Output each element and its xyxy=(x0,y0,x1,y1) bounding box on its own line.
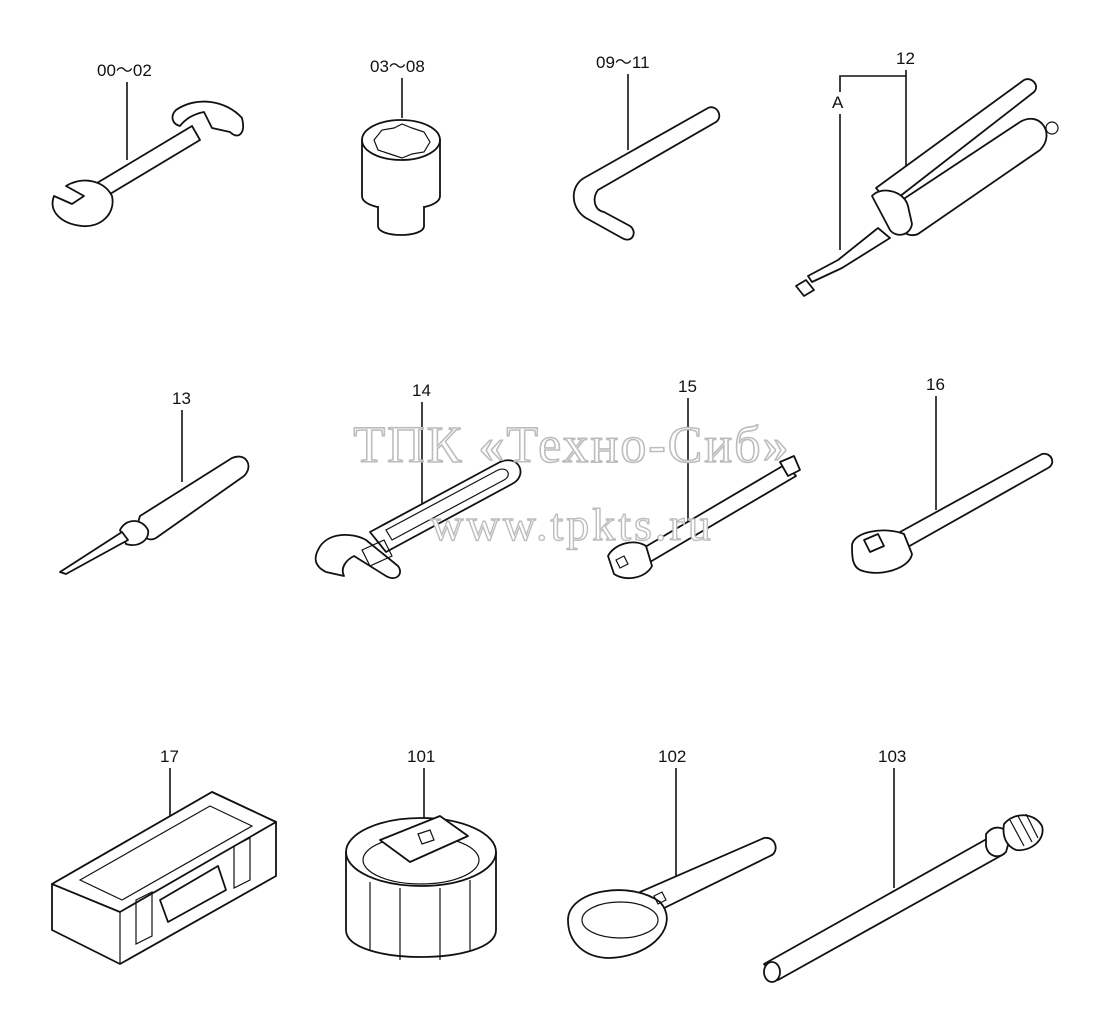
part-screwdriver[interactable]: 13 xyxy=(59,389,250,575)
part-label-grease-gun: 12 xyxy=(896,49,915,68)
part-label-tool-box: 17 xyxy=(160,747,179,766)
part-adjustable-wrench[interactable]: 14 xyxy=(314,381,522,579)
part-label-filter-wrench: 101 xyxy=(407,747,435,766)
open-end-wrench-drawing xyxy=(51,100,244,227)
part-wrench[interactable]: 00～02 xyxy=(51,61,244,227)
filter-wrench-drawing xyxy=(345,815,497,960)
part-label-screwdriver: 13 xyxy=(172,389,191,408)
tool-box-drawing xyxy=(51,791,277,965)
part-ring-spanner[interactable]: 102 xyxy=(567,747,777,959)
adjustable-wrench-drawing xyxy=(314,459,522,579)
part-tool-box[interactable]: 17 xyxy=(51,747,277,965)
part-hex-key[interactable]: 09～11 xyxy=(572,53,721,241)
leader-line xyxy=(839,70,907,92)
part-label-socket: 03～08 xyxy=(370,57,425,76)
watermark-company: ТПК «Техно-Сиб» xyxy=(353,417,790,474)
hex-key-drawing xyxy=(572,106,721,241)
socket-drawing xyxy=(361,119,441,236)
part-pin-rod[interactable]: 103 xyxy=(763,747,1044,983)
extension-bar-drawing xyxy=(607,455,801,580)
part-filter-wrench[interactable]: 101 xyxy=(345,747,497,960)
watermark-url: www.tpkts.ru xyxy=(430,499,713,550)
part-socket[interactable]: 03～08 xyxy=(361,57,441,236)
part-label-ratchet-handle: 16 xyxy=(926,375,945,394)
part-label-extension-bar: 15 xyxy=(678,377,697,396)
part-ratchet-handle[interactable]: 16 xyxy=(851,375,1054,574)
grease-gun-drawing xyxy=(795,78,1059,297)
part-label-pin-rod: 103 xyxy=(878,747,906,766)
ratchet-handle-drawing xyxy=(851,452,1054,574)
part-label-adjustable-wrench: 14 xyxy=(412,381,431,400)
watermark: ТПК «Техно-Сиб» www.tpkts.ru xyxy=(353,416,790,551)
pin-rod-drawing xyxy=(763,813,1044,983)
ring-spanner-drawing xyxy=(567,837,777,959)
screwdriver-drawing xyxy=(59,455,250,575)
part-label-wrench: 00～02 xyxy=(97,61,152,80)
part-extension-bar[interactable]: 15 xyxy=(607,377,801,580)
part-label-hex-key: 09～11 xyxy=(596,53,650,72)
part-label-ring-spanner: 102 xyxy=(658,747,686,766)
part-label-grease-gun-nozzle: A xyxy=(832,93,844,112)
part-grease-gun[interactable]: 12 A xyxy=(795,49,1059,297)
